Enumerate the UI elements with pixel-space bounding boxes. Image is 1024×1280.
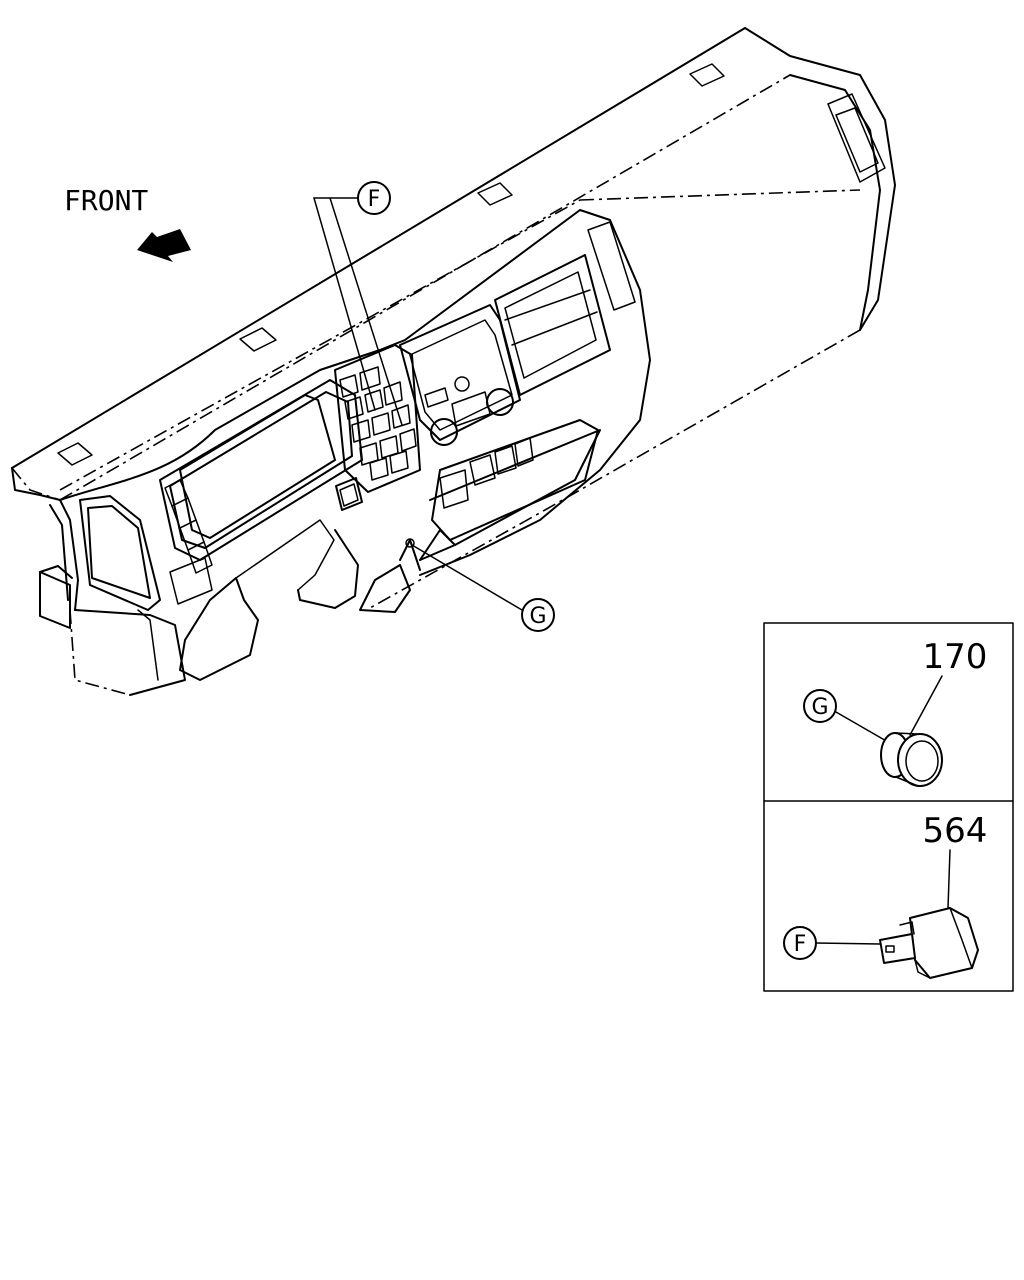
dashboard-assembly	[11, 27, 896, 696]
front-indicator: FRONT	[64, 184, 191, 262]
rocker-switch-icon	[879, 907, 979, 979]
callout-g-main: G	[411, 544, 555, 632]
parts-detail-box: 170 G 564 F	[763, 622, 1014, 992]
front-arrow-icon	[137, 229, 191, 262]
front-label: FRONT	[64, 184, 148, 217]
part-number-564: 564	[923, 811, 988, 851]
round-switch-cap-icon	[880, 732, 943, 787]
callout-g-detail-label: G	[811, 695, 828, 720]
part-number-170: 170	[923, 637, 988, 677]
callout-f-main: F	[313, 181, 403, 426]
part-170-detail: 170 G	[803, 637, 988, 787]
callout-f-label: F	[368, 187, 381, 212]
callout-f-detail-label: F	[794, 932, 807, 957]
part-564-detail: 564 F	[783, 811, 988, 979]
callout-g-label: G	[529, 604, 546, 629]
